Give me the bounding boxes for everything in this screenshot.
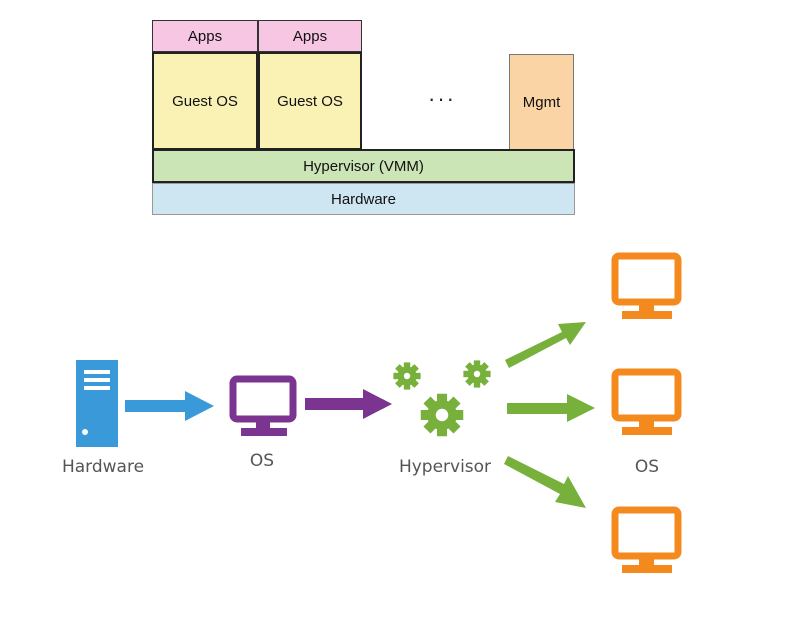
- monitor-icon: [611, 368, 682, 435]
- arrow-down-right-icon: [504, 456, 586, 508]
- guest-os-label: Guest OS: [277, 92, 343, 110]
- monitor-icon: [611, 506, 682, 573]
- mgmt-box: Mgmt: [509, 54, 574, 150]
- hypervisor-vmm-label: Hypervisor (VMM): [303, 157, 424, 175]
- hardware-box: Hardware: [152, 183, 575, 215]
- guest-os-label: OS: [635, 457, 659, 477]
- arrow-right-icon: [507, 394, 595, 422]
- apps-label: Apps: [292, 27, 328, 45]
- guest-os-label: Guest OS: [172, 92, 238, 110]
- hypervisor-label: Hypervisor: [399, 457, 491, 477]
- mgmt-label: Mgmt: [522, 93, 561, 111]
- ellipsis: ···: [428, 86, 456, 111]
- hardware-label: Hardware: [62, 457, 144, 477]
- apps-box-2: Apps: [258, 20, 362, 52]
- monitor-icon: [611, 252, 682, 319]
- apps-label: Apps: [187, 27, 223, 45]
- guest-os-box-1: Guest OS: [152, 52, 258, 150]
- arrow-right-icon: [305, 389, 392, 419]
- os-label: OS: [250, 451, 274, 471]
- hardware-stack-label: Hardware: [330, 190, 397, 208]
- server-icon: [76, 360, 118, 447]
- gears-icon: [393, 360, 491, 437]
- monitor-icon: [229, 375, 297, 436]
- apps-box-1: Apps: [152, 20, 258, 52]
- arrow-up-right-icon: [505, 322, 586, 368]
- arrow-right-icon: [125, 391, 214, 421]
- hypervisor-vmm-box: Hypervisor (VMM): [152, 149, 575, 183]
